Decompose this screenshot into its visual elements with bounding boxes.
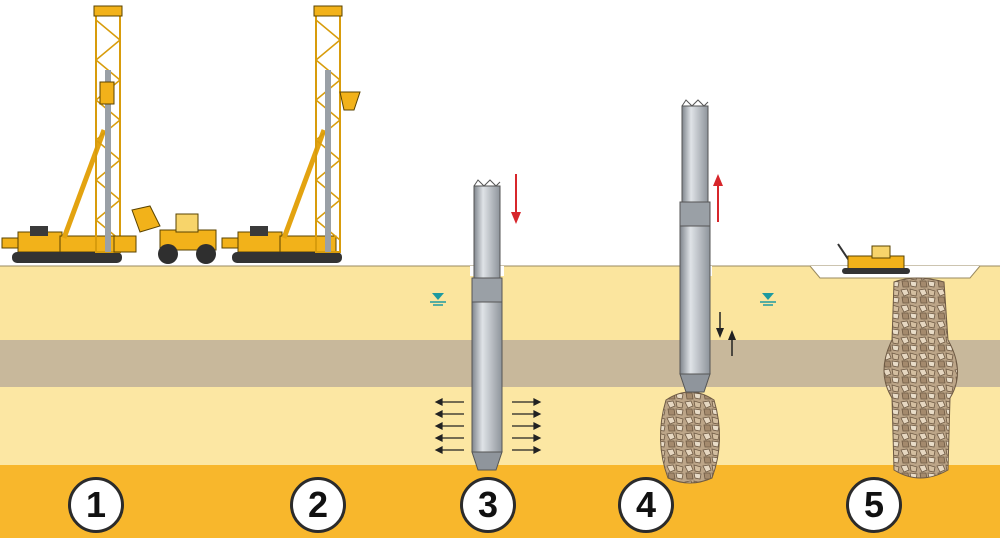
- step-3-number: 3: [477, 484, 499, 525]
- step-1-number: 1: [85, 484, 107, 525]
- stone-bulb-4: [659, 391, 721, 484]
- red-down-arrow-icon: [511, 174, 521, 224]
- step-1-badge: 1: [68, 477, 124, 533]
- wheel-loader: [131, 205, 217, 264]
- groundwater-level-icon: [430, 293, 446, 306]
- vibro-rig-2: [221, 5, 361, 263]
- up-down-compaction-arrows-icon: [716, 312, 736, 356]
- lateral-vibration-arrows-icon: [434, 398, 542, 454]
- groundwater-level-icon: [760, 293, 776, 306]
- step-4-number: 4: [635, 484, 657, 525]
- step-2-number: 2: [307, 484, 329, 525]
- vibroprobe-3: [471, 179, 503, 471]
- step-5-number: 5: [863, 484, 885, 525]
- vibroprobe-4: [679, 99, 711, 393]
- stone-column-5: [883, 277, 959, 479]
- vibro-rig-1: [1, 5, 137, 263]
- compactor-roller: [837, 243, 910, 274]
- step-2-badge: 2: [290, 477, 346, 533]
- red-up-arrow-icon: [713, 174, 723, 222]
- step-5-badge: 5: [846, 477, 902, 533]
- step-4-badge: 4: [618, 477, 674, 533]
- step-3-badge: 3: [460, 477, 516, 533]
- stone-hopper: [339, 91, 361, 111]
